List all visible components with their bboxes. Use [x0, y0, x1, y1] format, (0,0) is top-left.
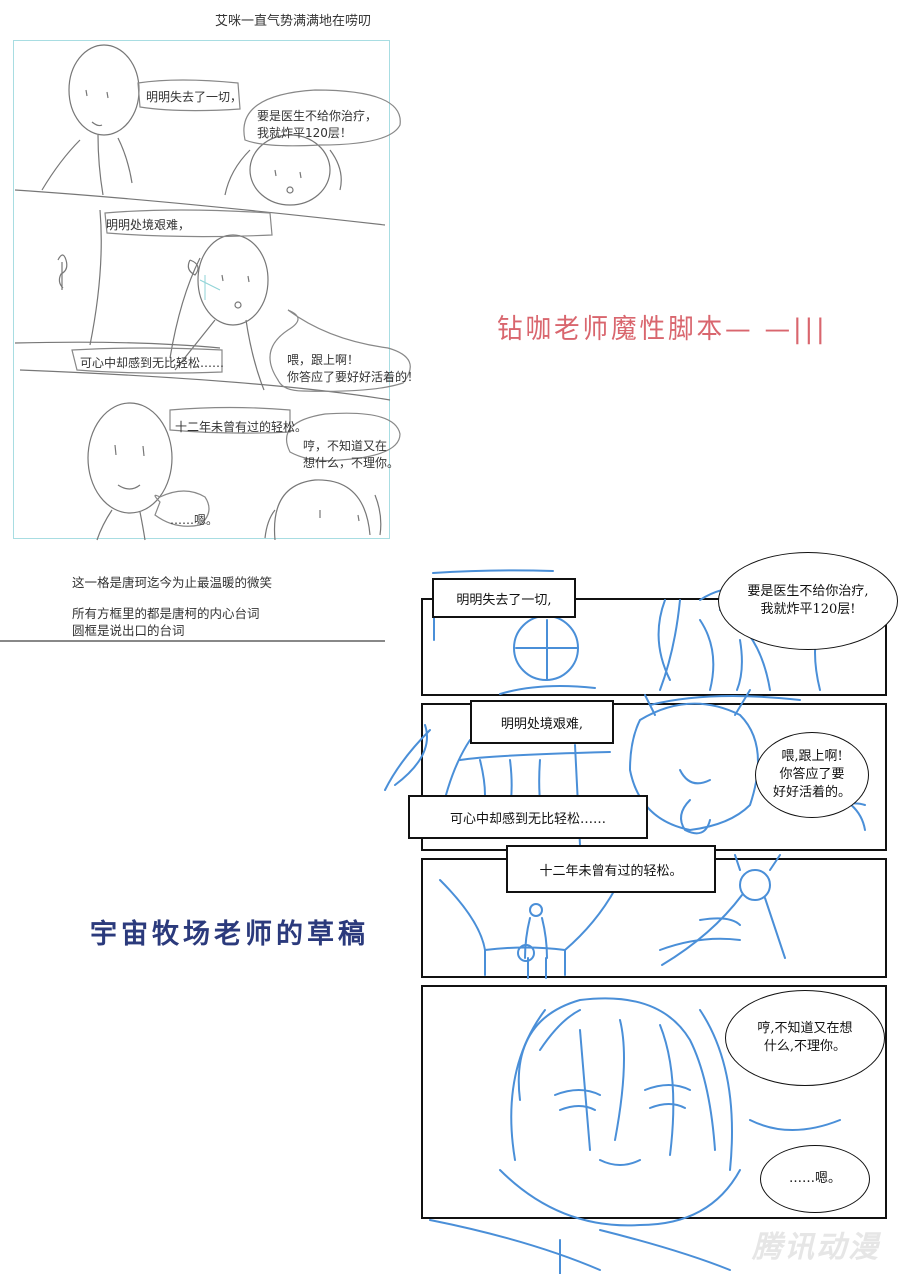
rough-p3-speech-1: 哼，不知道又在: [303, 439, 388, 453]
rough-p1-speech-1: 要是医生不给你治疗，: [257, 109, 378, 123]
rough-p2-narration-1: 明明处境艰难，: [106, 218, 191, 232]
rough-p2-speech-2: 你答应了要好好活着的！: [287, 370, 420, 384]
draft-panel-1: [421, 598, 887, 696]
draft-p4-speech-line-1: 哼,不知道又在想: [757, 1021, 853, 1036]
draft-p4-reply: ……嗯。: [760, 1145, 870, 1213]
rough-sketch-frame: [13, 40, 390, 539]
script-author-title: 钻咖老师魔性脚本— —|||: [497, 314, 828, 345]
draft-p1-narration: 明明失去了一切,: [432, 578, 576, 618]
draft-p2-narration-2: 可心中却感到无比轻松……: [408, 795, 648, 839]
draft-p1-speech-line-1: 要是医生不给你治疗,: [747, 584, 869, 599]
note-line-1: 这一格是唐珂迄今为止最温暖的微笑: [72, 575, 273, 590]
draft-p2-narration-1: 明明处境艰难,: [470, 700, 614, 744]
rough-p1-narration: 明明失去了一切，: [146, 90, 243, 104]
note-line-2: 所有方框里的都是唐柯的内心台词: [72, 606, 260, 621]
rough-p1-speech-2: 我就炸平120层！: [257, 126, 352, 140]
draft-p3-narration: 十二年未曾有过的轻松。: [506, 845, 716, 893]
draft-p2-speech-line-1: 喂,跟上啊!: [781, 749, 843, 764]
rough-p2-speech-1: 喂，跟上啊！: [287, 353, 360, 367]
draft-p1-speech-line-2: 我就炸平120层!: [760, 602, 856, 617]
draft-p1-speech: 要是医生不给你治疗, 我就炸平120层!: [718, 552, 898, 650]
rough-p2-narration-2: 可心中却感到无比轻松……: [80, 356, 225, 370]
draft-panel-4: [421, 985, 887, 1219]
rough-p3-narration: 十二年未曾有过的轻松。: [175, 420, 308, 434]
note-line-3: 圆框是说出口的台词: [72, 623, 185, 638]
rough-sketch-caption: 艾咪一直气势满满地在唠叨: [215, 14, 372, 29]
draft-author-title: 宇宙牧场老师的草稿: [90, 919, 369, 950]
draft-p4-speech: 哼,不知道又在想什么,不理你。: [725, 990, 885, 1086]
draft-p2-speech: 喂,跟上啊! 你答应了要好好活着的。: [755, 732, 869, 818]
watermark-logo: 腾讯动漫: [752, 1230, 880, 1265]
section-divider: [0, 640, 385, 642]
rough-p3-reply: ……嗯。: [170, 513, 219, 527]
draft-p2-speech-line-2: 你答应了要: [779, 767, 845, 782]
draft-p4-speech-line-2: 什么,不理你。: [763, 1039, 847, 1054]
draft-p2-speech-line-3: 好好活着的。: [772, 785, 851, 800]
rough-p3-speech-2: 想什么，不理你。: [303, 456, 400, 470]
